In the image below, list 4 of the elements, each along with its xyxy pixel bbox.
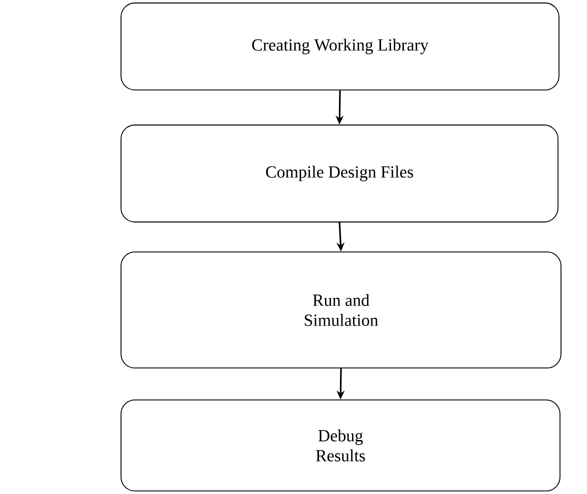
- process-box: Compile Design Files: [120, 124, 558, 222]
- process-box: Creating Working Library: [120, 2, 560, 90]
- process-box: Debug Results: [120, 400, 560, 492]
- process-box: Run and Simulation: [120, 252, 562, 368]
